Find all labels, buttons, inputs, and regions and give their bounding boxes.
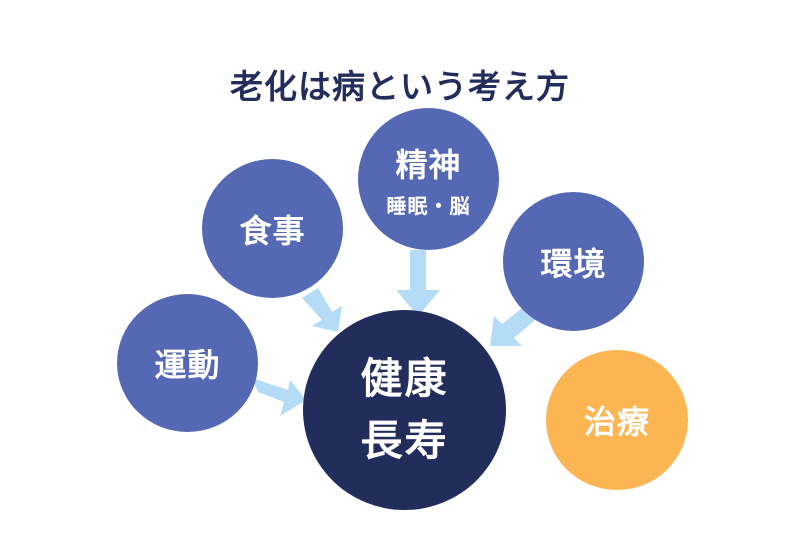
node-mind-label: 精神 [395, 145, 462, 184]
node-treatment: 治療 [546, 350, 688, 490]
arrow-exercise-to-center [252, 378, 306, 416]
node-environment: 環境 [503, 192, 644, 331]
node-diet-label: 食事 [239, 211, 306, 250]
node-healthy-longevity: 健康 長寿 [303, 310, 506, 510]
node-mind-sublabel: 睡眠・脳 [386, 193, 471, 218]
node-exercise: 運動 [117, 294, 258, 432]
arrow-mind-to-center [396, 250, 440, 316]
diagram-title: 老化は病という考え方 [230, 67, 570, 106]
node-environment-label: 環境 [540, 244, 607, 283]
node-treatment-label: 治療 [583, 403, 650, 441]
node-diet: 食事 [202, 159, 343, 298]
arrow-diet-to-center [302, 288, 342, 332]
node-center-line1: 健康 [360, 354, 449, 403]
node-exercise-label: 運動 [154, 346, 221, 384]
node-mind: 精神 睡眠・脳 [358, 108, 499, 250]
node-center-line2: 長寿 [360, 416, 449, 465]
